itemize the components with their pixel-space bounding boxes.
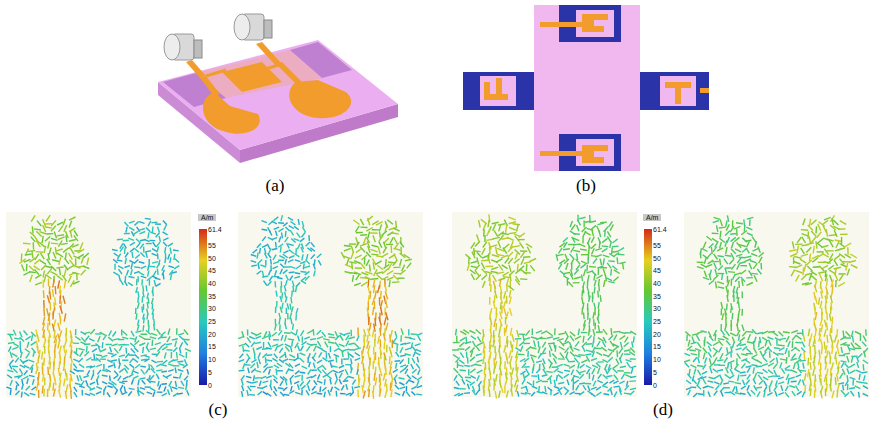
colorbar-tick: 45 — [208, 267, 216, 274]
colorbar-unit: A/m — [643, 214, 661, 221]
colorbar-tick: 5 — [208, 369, 212, 376]
colorbar-tick: 55 — [653, 242, 661, 249]
colorbar-tick: 10 — [653, 356, 661, 363]
colorbar-tick: 20 — [208, 331, 216, 338]
colorbar-tick: 61.4 — [653, 226, 667, 233]
colorbar-tick: 0 — [208, 382, 212, 389]
panel-label: (b) — [576, 176, 596, 196]
colorbar-tick: 20 — [653, 331, 661, 338]
colorbar-tick: 35 — [208, 293, 216, 300]
colorbar-tick: 55 — [208, 242, 216, 249]
colorbar-tick: 0 — [653, 382, 657, 389]
colorbar — [644, 229, 652, 385]
colorbar-tick: 30 — [208, 305, 216, 312]
panel-label: (d) — [653, 400, 673, 420]
colorbar-tick: 50 — [653, 255, 661, 262]
colorbar-tick: 5 — [653, 369, 657, 376]
colorbar-tick: 30 — [653, 305, 661, 312]
panel-label: (a) — [266, 176, 285, 196]
colorbar-tick: 25 — [653, 318, 661, 325]
colorbar-tick: 45 — [653, 267, 661, 274]
colorbar-tick: 25 — [208, 318, 216, 325]
colorbar-tick: 15 — [653, 343, 661, 350]
panel-label: (c) — [209, 400, 228, 420]
colorbar-tick: 61.4 — [208, 226, 222, 233]
colorbar-tick: 40 — [208, 280, 216, 287]
colorbar-tick: 50 — [208, 255, 216, 262]
colorbar-tick: 35 — [653, 293, 661, 300]
colorbar-tick: 10 — [208, 356, 216, 363]
board-3d — [158, 14, 398, 163]
colorbar-tick: 15 — [208, 343, 216, 350]
board-top-view — [463, 5, 709, 171]
colorbar-unit: A/m — [198, 214, 216, 221]
colorbar-tick: 40 — [653, 280, 661, 287]
colorbar — [199, 229, 207, 385]
current-field-plots — [6, 212, 869, 399]
